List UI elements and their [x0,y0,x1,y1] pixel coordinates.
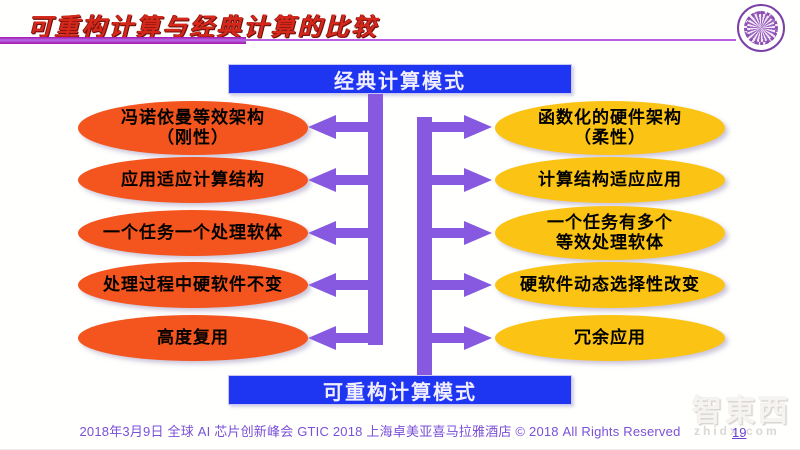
left-spine-connector [368,94,383,345]
reconfig-item-bubble: 计算结构适应应用 [495,157,725,203]
zhidx-watermark-domain: zhidx.com [694,424,780,438]
classic-item-bubble: 应用适应计算结构 [78,157,308,203]
reconfig-item-bubble: 冗余应用 [495,315,725,361]
title-underline-thick [0,37,246,44]
university-seal-pattern [744,11,778,45]
page-number: 19 [732,425,747,440]
reconfig-item-bubble: 一个任务有多个 等效处理软体 [495,206,725,260]
title-underline-thin [246,39,736,41]
classic-item-bubble: 冯诺依曼等效架构 （刚性） [78,101,308,155]
classic-item-bubble: 高度复用 [78,315,308,361]
classic-mode-box: 经典计算模式 [228,64,572,94]
university-seal-icon [737,4,785,52]
zhidx-watermark-logo: 智東西 [692,395,791,428]
page-title: 可重构计算与经典计算的比较 [28,14,379,41]
right-spine-connector [417,117,432,375]
classic-item-bubble: 处理过程中硬软件不变 [78,262,308,308]
reconfig-item-bubble: 函数化的硬件架构 （柔性） [495,101,725,155]
reconfig-item-bubble: 硬软件动态选择性改变 [495,262,725,308]
classic-item-bubble: 一个任务一个处理软体 [78,210,308,256]
reconfigurable-mode-box: 可重构计算模式 [228,375,572,405]
footer-copyright: 2018年3月9日 全球 AI 芯片创新峰会 GTIC 2018 上海卓美亚喜马… [79,424,681,439]
